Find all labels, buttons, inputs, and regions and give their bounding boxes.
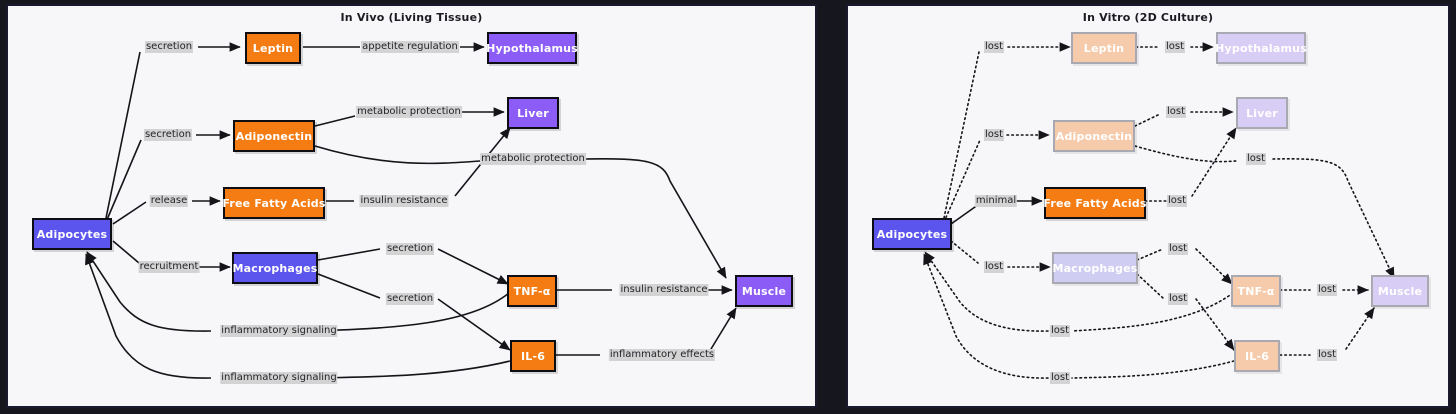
panel-title-in-vitro: In Vitro (2D Culture) [1082,11,1214,24]
edge-label-lost-macrophages: lost [983,261,1005,273]
edge-label-lost-il6: lost [1167,293,1189,305]
node-adiponectin[interactable]: Adiponectin [1053,120,1135,152]
edge-label-metabolic-protection-muscle: metabolic protection [480,153,586,165]
node-macrophages[interactable]: Macrophages [232,252,318,284]
node-il-6[interactable]: IL-6 [510,340,556,372]
node-muscle[interactable]: Muscle [735,275,793,307]
edge-label-insulin-resistance-liver: insulin resistance [359,195,449,207]
edge-label-secretion-leptin: secretion [144,41,194,53]
edge-label-minimal: minimal [974,195,1018,207]
node-muscle[interactable]: Muscle [1371,275,1429,307]
edge-label-appetite-regulation: appetite regulation [361,41,459,53]
edge-label-lost-il6-adipocytes: lost [1049,372,1071,384]
node-adipocytes[interactable]: Adipocytes [872,218,952,250]
edge-label-inflammatory-signaling-il6: inflammatory signaling [220,372,338,384]
node-liver[interactable]: Liver [507,97,559,129]
node-free-fatty-acids[interactable]: Free Fatty Acids [222,187,325,219]
panel-in-vitro: In Vitro (2D Culture) [846,4,1450,408]
node-liver[interactable]: Liver [1236,97,1288,129]
node-hypothalamus[interactable]: Hypothalamus [486,32,578,64]
node-tnf-alpha[interactable]: TNF-α [507,275,557,307]
node-il-6[interactable]: IL-6 [1234,340,1280,372]
edge-label-lost-tnf-muscle: lost [1316,284,1338,296]
node-tnf-alpha[interactable]: TNF-α [1231,275,1281,307]
edge-label-insulin-resistance-muscle: insulin resistance [619,284,709,296]
edge-label-lost-liver: lost [1165,106,1187,118]
edge-label-lost-tnf: lost [1167,243,1189,255]
edge-label-lost-il6-muscle: lost [1316,349,1338,361]
edge-label-recruitment: recruitment [138,261,200,273]
edge-label-release: release [149,195,189,207]
edge-label-secretion-adiponectin: secretion [143,129,193,141]
node-macrophages[interactable]: Macrophages [1052,252,1138,284]
edge-label-lost-adiponectin: lost [983,129,1005,141]
edge-label-inflammatory-effects: inflammatory effects [608,349,716,361]
node-hypothalamus[interactable]: Hypothalamus [1215,32,1307,64]
node-leptin[interactable]: Leptin [1071,32,1137,64]
edge-label-secretion-tnf: secretion [385,243,435,255]
node-adipocytes[interactable]: Adipocytes [32,218,112,250]
edges-in-vitro [923,42,1395,379]
node-adiponectin[interactable]: Adiponectin [233,120,315,152]
edge-label-lost-muscle-adiponectin: lost [1245,153,1267,165]
edge-label-metabolic-protection-liver: metabolic protection [356,106,462,118]
edge-label-secretion-il6: secretion [385,293,435,305]
node-leptin[interactable]: Leptin [245,32,301,64]
edge-label-lost-ffa-liver: lost [1166,195,1188,207]
edge-label-lost-hypothalamus: lost [1164,41,1186,53]
panel-in-vivo: In Vivo (Living Tissue) [6,4,817,408]
edge-label-lost-tnf-adipocytes: lost [1049,325,1071,337]
edges-in-vivo [85,42,737,379]
edge-label-lost-leptin: lost [983,41,1005,53]
edge-label-inflammatory-signaling-tnf: inflammatory signaling [220,325,338,337]
node-free-fatty-acids[interactable]: Free Fatty Acids [1043,187,1146,219]
panel-title-in-vivo: In Vivo (Living Tissue) [340,11,483,24]
